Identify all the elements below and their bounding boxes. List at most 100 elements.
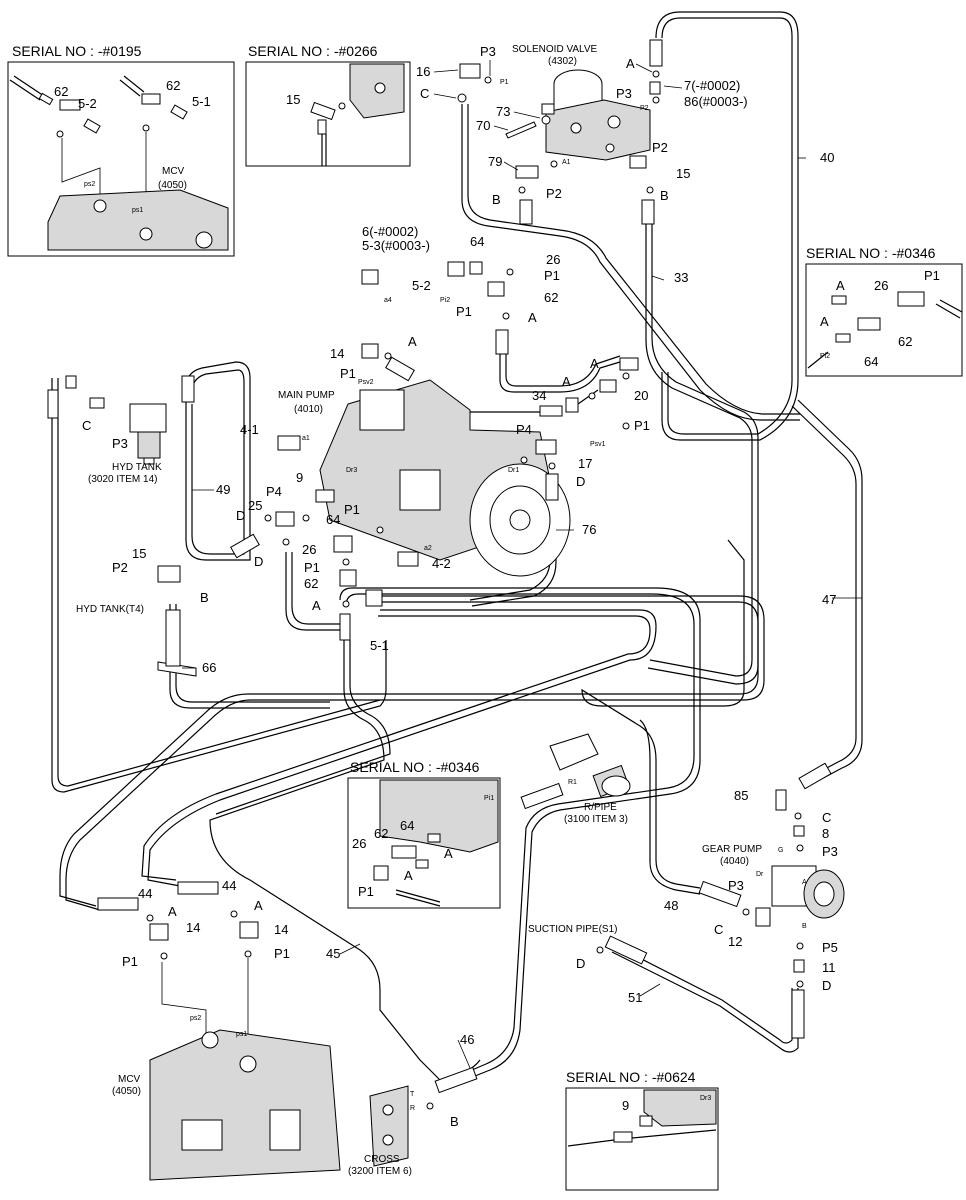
svg-text:P1: P1: [634, 418, 650, 433]
main-pump-label: MAIN PUMP: [278, 390, 335, 401]
svg-text:P1: P1: [274, 946, 290, 961]
svg-text:64: 64: [470, 234, 484, 249]
svg-text:26: 26: [874, 278, 888, 293]
svg-text:P2: P2: [652, 140, 668, 155]
serial-box-0346-center: SERIAL NO : -#0346 64 62 26 A P1 A Pi1: [347, 759, 501, 909]
svg-text:ps1: ps1: [236, 1031, 247, 1038]
svg-text:Pi2: Pi2: [820, 353, 830, 360]
svg-text:A: A: [802, 879, 807, 886]
svg-text:62: 62: [166, 78, 180, 93]
svg-text:(4010): (4010): [294, 404, 323, 415]
svg-text:ps2: ps2: [190, 1015, 201, 1022]
suction-pipe-label: SUCTION PIPE(S1): [528, 924, 617, 935]
svg-text:Dr: Dr: [756, 871, 764, 878]
svg-text:A: A: [820, 314, 829, 329]
callout-labels: 16 P3 P1 C 73 70 79 P2 B A1 A 7(-#0002) …: [82, 44, 838, 1129]
svg-text:ps1: ps1: [132, 207, 143, 214]
svg-text:A: A: [626, 56, 635, 71]
svg-text:a4: a4: [384, 297, 392, 304]
svg-text:62: 62: [544, 290, 558, 305]
svg-text:40: 40: [820, 150, 834, 165]
svg-text:25: 25: [248, 498, 262, 513]
svg-text:15: 15: [132, 546, 146, 561]
svg-text:16: 16: [416, 64, 430, 79]
svg-text:P3: P3: [480, 44, 496, 59]
svg-text:B: B: [802, 923, 807, 930]
svg-text:51: 51: [628, 990, 642, 1005]
svg-text:P1: P1: [500, 79, 509, 86]
svg-text:15: 15: [676, 166, 690, 181]
svg-text:G: G: [778, 847, 783, 854]
svg-text:P1: P1: [304, 560, 320, 575]
svg-text:T: T: [410, 1091, 415, 1098]
svg-text:Dr1: Dr1: [508, 467, 519, 474]
svg-text:P2: P2: [640, 105, 649, 112]
svg-text:47: 47: [822, 592, 836, 607]
svg-text:79: 79: [488, 154, 502, 169]
svg-text:a2: a2: [424, 545, 432, 552]
svg-text:(4040): (4040): [720, 856, 749, 867]
lower-mcv-label: MCV: [118, 1074, 141, 1085]
svg-text:85: 85: [734, 788, 748, 803]
svg-text:64: 64: [400, 818, 414, 833]
svg-text:MCV: MCV: [162, 166, 185, 177]
svg-text:A: A: [444, 846, 453, 861]
svg-text:A: A: [836, 278, 845, 293]
hyd-tank-t4-label: HYD TANK(T4): [76, 604, 144, 615]
gear-pump-label: GEAR PUMP: [702, 844, 762, 855]
svg-text:14: 14: [330, 346, 344, 361]
leader-lines: [182, 60, 862, 1069]
solenoid-valve: SOLENOID VALVE (4302): [512, 44, 651, 161]
svg-text:5-2: 5-2: [78, 96, 97, 111]
svg-text:A: A: [404, 868, 413, 883]
svg-text:34: 34: [532, 388, 546, 403]
svg-text:17: 17: [578, 456, 592, 471]
gear-pump: GEAR PUMP (4040): [702, 844, 845, 919]
svg-text:(4050): (4050): [158, 180, 187, 191]
svg-text:A: A: [312, 598, 321, 613]
svg-text:P1: P1: [358, 884, 374, 899]
serial-box-0195: SERIAL NO : -#0195 62 5-2 62 5-1 ps2 ps1…: [7, 43, 235, 257]
svg-text:44: 44: [138, 886, 152, 901]
svg-text:Pi1: Pi1: [484, 795, 494, 802]
svg-text:62: 62: [304, 576, 318, 591]
svg-text:A: A: [254, 898, 263, 913]
svg-text:62: 62: [898, 334, 912, 349]
svg-text:P1: P1: [544, 268, 560, 283]
svg-text:P1: P1: [122, 954, 138, 969]
svg-text:66: 66: [202, 660, 216, 675]
svg-text:D: D: [576, 474, 585, 489]
svg-text:Pi2: Pi2: [440, 297, 450, 304]
svg-text:P3: P3: [616, 86, 632, 101]
svg-text:R1: R1: [568, 779, 577, 786]
svg-text:12: 12: [728, 934, 742, 949]
hyd-tank-label: HYD TANK: [112, 462, 162, 473]
svg-text:C: C: [714, 922, 723, 937]
svg-text:Dr3: Dr3: [346, 467, 357, 474]
hyd-tank: HYD TANK (3020 ITEM 14): [65, 375, 167, 485]
svg-text:Psv2: Psv2: [358, 379, 374, 386]
svg-text:C: C: [82, 418, 91, 433]
r-pipe: R/PIPE (3100 ITEM 3): [549, 733, 631, 825]
svg-text:14: 14: [274, 922, 288, 937]
svg-text:P1: P1: [340, 366, 356, 381]
svg-text:P2: P2: [112, 560, 128, 575]
svg-text:6(-#0002): 6(-#0002): [362, 224, 418, 239]
svg-text:D: D: [576, 956, 585, 971]
svg-text:9: 9: [296, 470, 303, 485]
svg-text:A: A: [590, 356, 599, 371]
svg-text:8: 8: [822, 826, 829, 841]
svg-text:P1: P1: [456, 304, 472, 319]
svg-text:A1: A1: [562, 159, 571, 166]
serial-title-0195: SERIAL NO : -#0195: [12, 43, 142, 59]
serial-box-0346-right: SERIAL NO : -#0346 26 P1 A A 62 64 Pi2: [805, 245, 963, 377]
svg-text:46: 46: [460, 1032, 474, 1047]
svg-text:86(#0003-): 86(#0003-): [684, 94, 748, 109]
serial-title-0266: SERIAL NO : -#0266: [248, 43, 378, 59]
svg-text:5-2: 5-2: [412, 278, 431, 293]
svg-text:P4: P4: [266, 484, 282, 499]
svg-text:P1: P1: [344, 502, 360, 517]
solenoid-valve-label: SOLENOID VALVE: [512, 44, 598, 55]
